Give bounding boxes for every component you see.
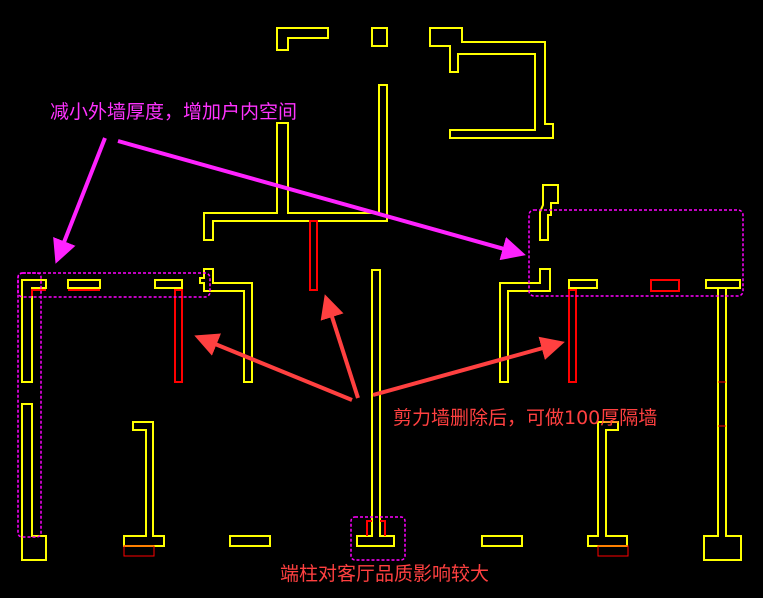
wall-top-l xyxy=(276,27,329,51)
wall-right-top-1 xyxy=(568,279,598,289)
wall-left-mid xyxy=(199,268,253,383)
arrows xyxy=(53,137,565,402)
shear-wall-core xyxy=(309,220,318,291)
wall-left-top-1 xyxy=(67,279,101,289)
end-column-note: 端柱对客厅品质影响较大 xyxy=(280,563,490,585)
wall-center xyxy=(356,269,395,547)
highlight-boxes xyxy=(17,209,744,561)
highlight-end-column xyxy=(350,516,406,561)
shear-wall-left xyxy=(174,289,183,383)
column-left xyxy=(123,421,165,547)
wall-right-upper xyxy=(539,184,559,241)
arrow-magenta-left xyxy=(53,137,107,264)
column-left-red xyxy=(123,545,155,557)
arrow-red-left xyxy=(194,333,353,402)
arrow-red-right xyxy=(372,336,565,397)
wall-right-red xyxy=(650,279,680,292)
wall-left-top-2 xyxy=(154,279,183,289)
outer-wall-left-inner xyxy=(31,289,46,296)
wall-right-mid xyxy=(499,268,551,383)
wall-right-edge xyxy=(703,287,742,561)
wall-core xyxy=(203,84,388,241)
shear-wall-right xyxy=(568,289,577,383)
walls-red xyxy=(31,220,726,557)
arrow-magenta-right xyxy=(117,139,526,261)
end-column-red xyxy=(366,520,372,536)
highlight-left-side xyxy=(17,272,42,538)
wall-top-right xyxy=(429,27,554,139)
wall-bottom-1 xyxy=(229,535,271,547)
wall-left-corner xyxy=(21,279,47,383)
wall-right-top-2 xyxy=(705,279,741,289)
column-right-red xyxy=(597,545,629,557)
highlight-right-top xyxy=(528,209,744,297)
outer-wall-note: 减小外墙厚度，增加户内空间 xyxy=(50,101,298,123)
wall-top-small xyxy=(371,27,388,47)
arrow-red-center xyxy=(320,294,360,399)
wall-left-lower xyxy=(21,403,47,561)
shear-wall-note: 剪力墙删除后，可做100厚隔墙 xyxy=(393,407,658,429)
wall-bottom-2 xyxy=(481,535,523,547)
column-right xyxy=(587,421,628,547)
end-column-red-2 xyxy=(380,520,386,536)
